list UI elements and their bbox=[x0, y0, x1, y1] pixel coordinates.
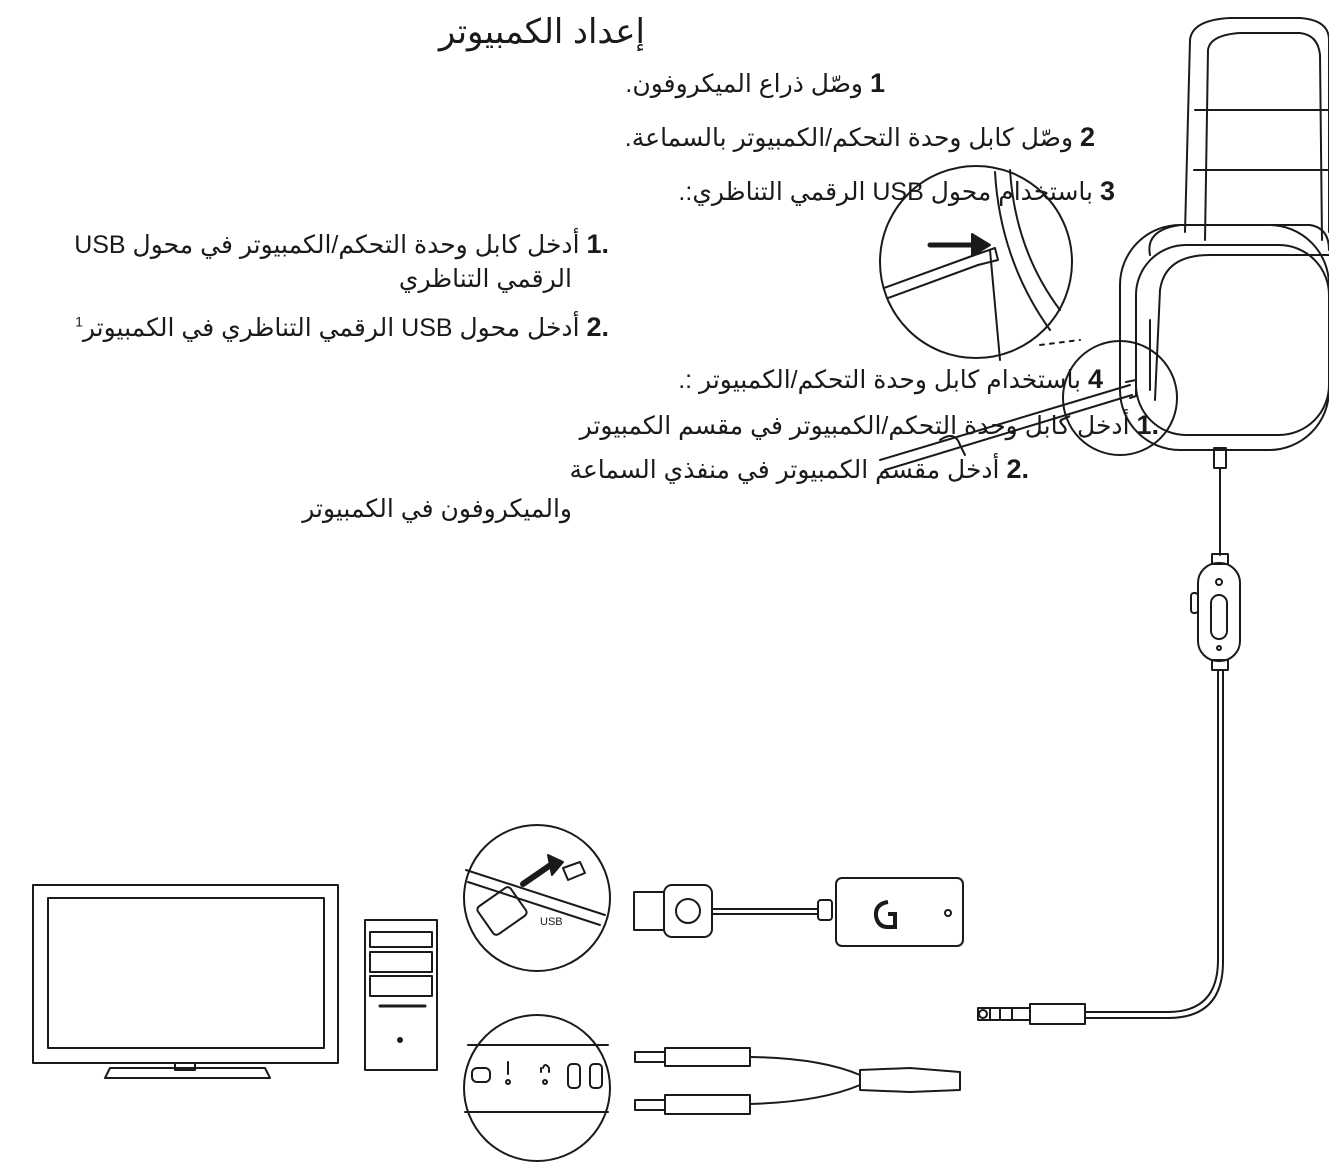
usb-substep-1-number: 1. bbox=[586, 229, 609, 259]
mic-boom-zoom bbox=[879, 340, 1178, 471]
cable-substep-1-text: أدخل كابل وحدة التحكم/الكمبيوتر في مقسم … bbox=[579, 412, 1130, 440]
monitor-icon bbox=[32, 884, 339, 1079]
page-title: إعداد الكمبيوتر bbox=[438, 13, 645, 51]
cable-substep-2: 2. أدخل مقسم الكمبيوتر في منفذي السماعة bbox=[569, 454, 1029, 485]
step-4: 4 باستخدام كابل وحدة التحكم/الكمبيوتر :. bbox=[678, 364, 1103, 395]
usb-substep-1: 1. أدخل كابل وحدة التحكم/الكمبيوتر في مح… bbox=[74, 226, 609, 263]
usb-port-zoom bbox=[463, 824, 611, 972]
step-2-number: 2 bbox=[1079, 122, 1095, 152]
step-3-text: باستخدام محول USB الرقمي التناظري:. bbox=[678, 178, 1094, 206]
usb-substep-2: 2. أدخل محول USB الرقمي التناظري في الكم… bbox=[75, 312, 609, 343]
cable-substep-2-number: 2. bbox=[1006, 454, 1029, 484]
footnote-marker: 1 bbox=[75, 313, 83, 330]
cable-substep-1: 1. أدخل كابل وحدة التحكم/الكمبيوتر في مق… bbox=[580, 410, 1159, 441]
step-1: 1 وصّل ذراع الميكروفون. bbox=[625, 68, 885, 99]
step-1-number: 1 bbox=[869, 68, 885, 98]
pc-tower-icon bbox=[364, 919, 438, 1071]
step-1-text: وصّل ذراع الميكروفون. bbox=[625, 70, 864, 98]
usb-substep-2-number: 2. bbox=[586, 312, 609, 342]
mic-port-zoom bbox=[879, 165, 1081, 361]
cable-substep-1-number: 1. bbox=[1136, 410, 1159, 440]
usb-substep-2-text: أدخل محول USB الرقمي التناظري في الكمبيو… bbox=[82, 314, 580, 342]
audio-ports-zoom bbox=[463, 1014, 611, 1162]
step-4-text: باستخدام كابل وحدة التحكم/الكمبيوتر :. bbox=[678, 366, 1082, 394]
usb-substep-1-line2: الرقمي التناظري bbox=[398, 265, 572, 293]
step-3-number: 3 bbox=[1099, 176, 1115, 206]
cable-substep-2-text: أدخل مقسم الكمبيوتر في منفذي السماعة bbox=[569, 456, 1000, 484]
cable-substep-2-line2: والميكروفون في الكمبيوتر bbox=[302, 495, 572, 523]
step-3: 3 باستخدام محول USB الرقمي التناظري:. bbox=[678, 176, 1115, 207]
step-2-text: وصّل كابل وحدة التحكم/الكمبيوتر بالسماعة… bbox=[624, 124, 1074, 152]
step-2: 2 وصّل كابل وحدة التحكم/الكمبيوتر بالسما… bbox=[625, 122, 1095, 153]
usb-substep-1-text: أدخل كابل وحدة التحكم/الكمبيوتر في محول … bbox=[74, 231, 580, 259]
usb-adapter-icon bbox=[633, 877, 964, 947]
usb-label: USB bbox=[540, 916, 563, 928]
y-splitter-icon bbox=[634, 1047, 961, 1115]
step-4-number: 4 bbox=[1087, 364, 1103, 394]
headset-icon bbox=[977, 17, 1329, 1025]
logitech-g-logo bbox=[873, 900, 897, 930]
